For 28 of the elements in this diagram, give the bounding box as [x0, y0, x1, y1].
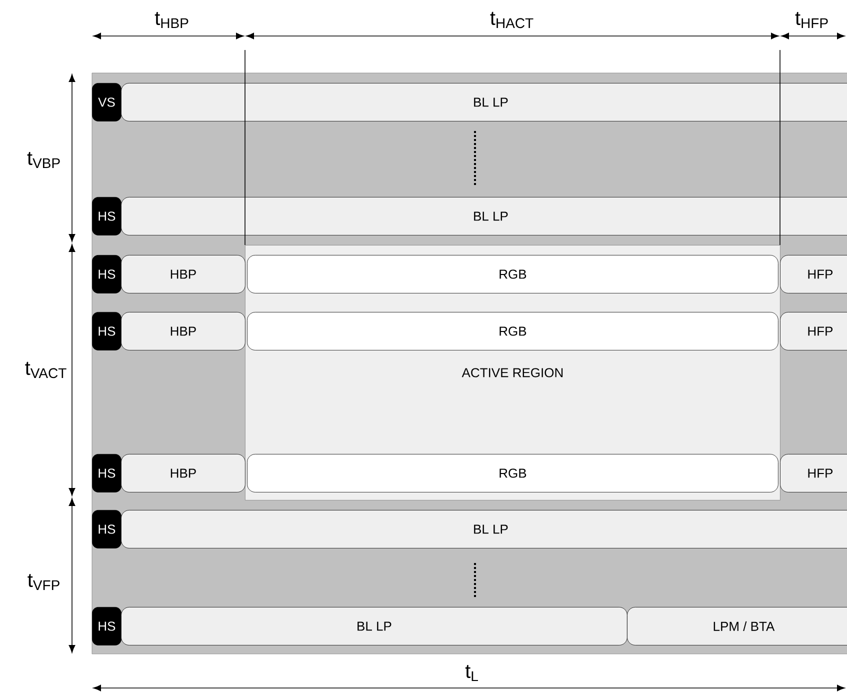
packet-box: HFP — [780, 312, 847, 350]
sync-box: HS — [92, 607, 122, 646]
packet-box: HBP — [121, 312, 246, 350]
dimension-label: t$_{HACT}$ — [490, 12, 534, 28]
sync-box: VS — [92, 83, 122, 122]
packet-box: HBP — [121, 255, 246, 294]
blanking-packet-box: BL LP — [121, 607, 628, 646]
dimension-label: t$_{VBP}$ — [27, 152, 60, 168]
blanking-packet-box: BL LP — [121, 197, 847, 236]
dimension-label: t$_{VFP}$ — [28, 574, 60, 590]
data-packet-box: RGB — [247, 255, 778, 294]
sync-box: HS — [92, 197, 122, 236]
sync-box: HS — [92, 510, 122, 548]
sync-box: HS — [92, 454, 122, 492]
blanking-packet-box: BL LP — [121, 510, 847, 548]
dimension-label: t$_{VACT}$ — [25, 362, 66, 378]
blanking-packet-box: BL LP — [121, 83, 847, 122]
dimension-label: t$_{L}$ — [465, 664, 478, 682]
dimension-label: t$_{HFP}$ — [795, 12, 828, 28]
sync-box: HS — [92, 255, 122, 294]
packet-box: LPM / BTA — [627, 607, 847, 646]
data-packet-box: RGB — [247, 454, 778, 492]
packet-box: HBP — [121, 454, 246, 492]
sync-box: HS — [92, 312, 122, 350]
packet-box: HFP — [780, 454, 847, 492]
dimension-label: t$_{HBP}$ — [154, 12, 188, 28]
data-packet-box: RGB — [247, 312, 778, 350]
packet-box: HFP — [780, 255, 847, 294]
